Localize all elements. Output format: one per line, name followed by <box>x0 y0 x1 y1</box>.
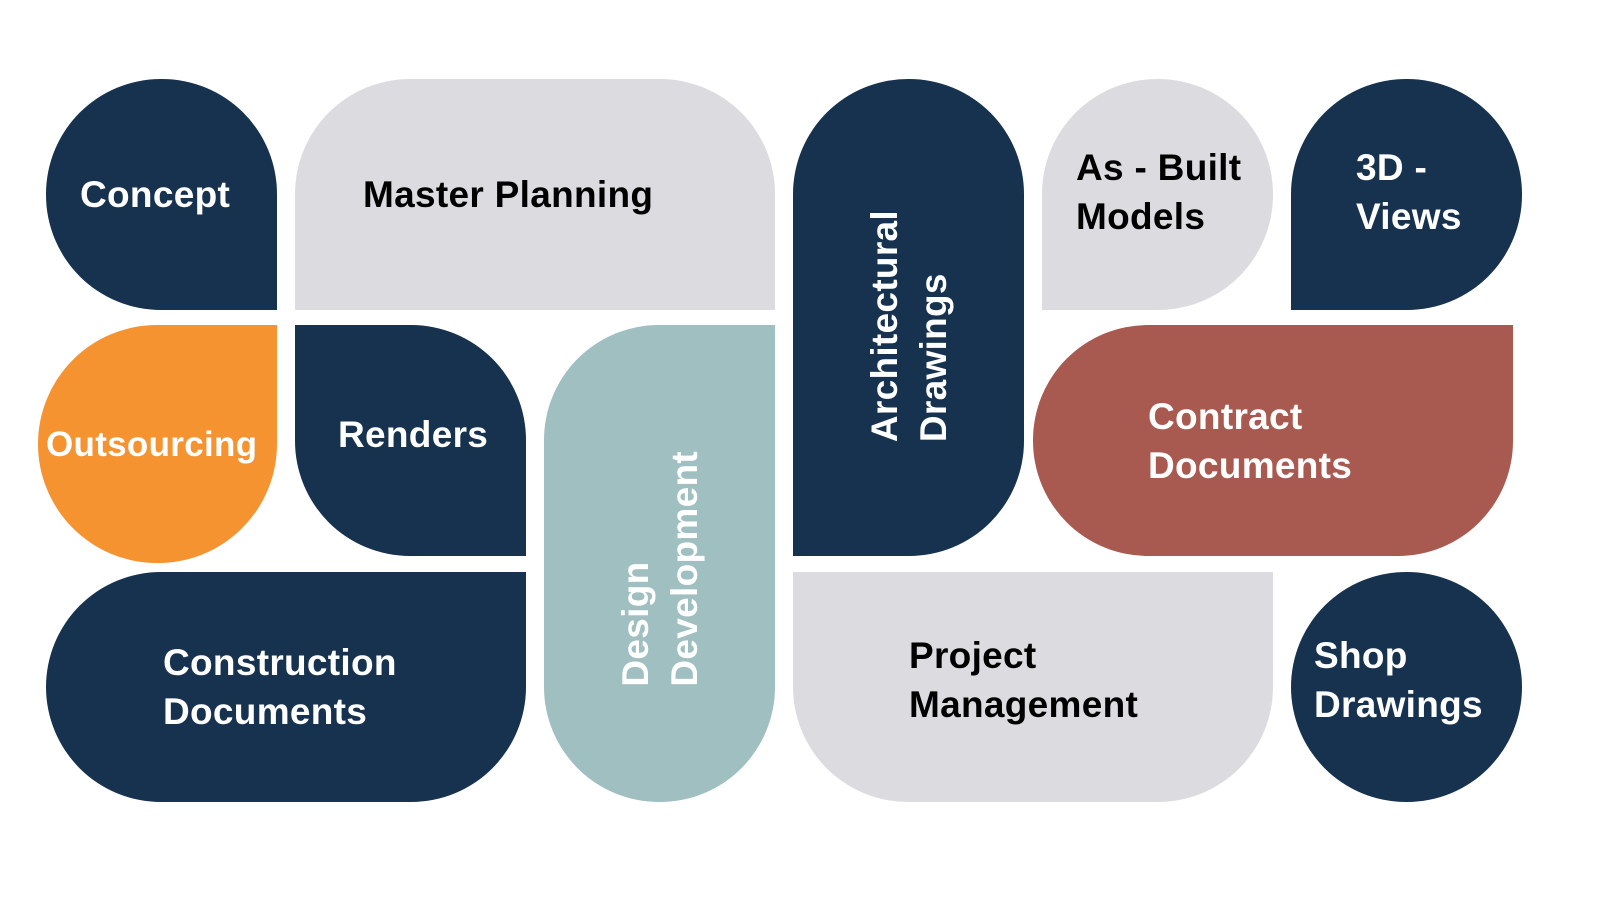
tile-label: Shop Drawings <box>1314 635 1483 725</box>
tile-label: Concept <box>80 174 231 215</box>
tile-label: Architectural Drawings <box>863 209 954 442</box>
tile-label: Project Management <box>909 635 1139 725</box>
tile-label: Master Planning <box>363 174 654 215</box>
tile-label: 3D - Views <box>1356 146 1462 237</box>
tile-as-built-models: As - Built Models <box>1042 79 1273 310</box>
tile-renders: Renders <box>295 325 526 556</box>
tile-master-planning: Master Planning <box>295 79 775 310</box>
tile-concept: Concept <box>46 79 277 310</box>
tile-design-development: Design Development <box>544 325 775 802</box>
tile-label: As - Built Models <box>1076 146 1242 237</box>
tile-label: Contract Documents <box>1148 395 1353 486</box>
tile-label: Construction Documents <box>163 642 397 732</box>
tile-construction-documents: Construction Documents <box>46 572 526 802</box>
tile-3d-views: 3D - Views <box>1291 79 1522 310</box>
tile-project-management: Project Management <box>793 572 1273 802</box>
tile-label: Design Development <box>614 451 705 687</box>
tile-outsourcing: Outsourcing <box>38 325 277 563</box>
tile-architectural-drawings: Architectural Drawings <box>793 79 1024 556</box>
tile-label: Outsourcing <box>46 424 258 464</box>
tile-label: Renders <box>338 414 489 455</box>
tile-contract-documents: Contract Documents <box>1033 325 1513 556</box>
tile-shop-drawings: Shop Drawings <box>1291 572 1522 802</box>
